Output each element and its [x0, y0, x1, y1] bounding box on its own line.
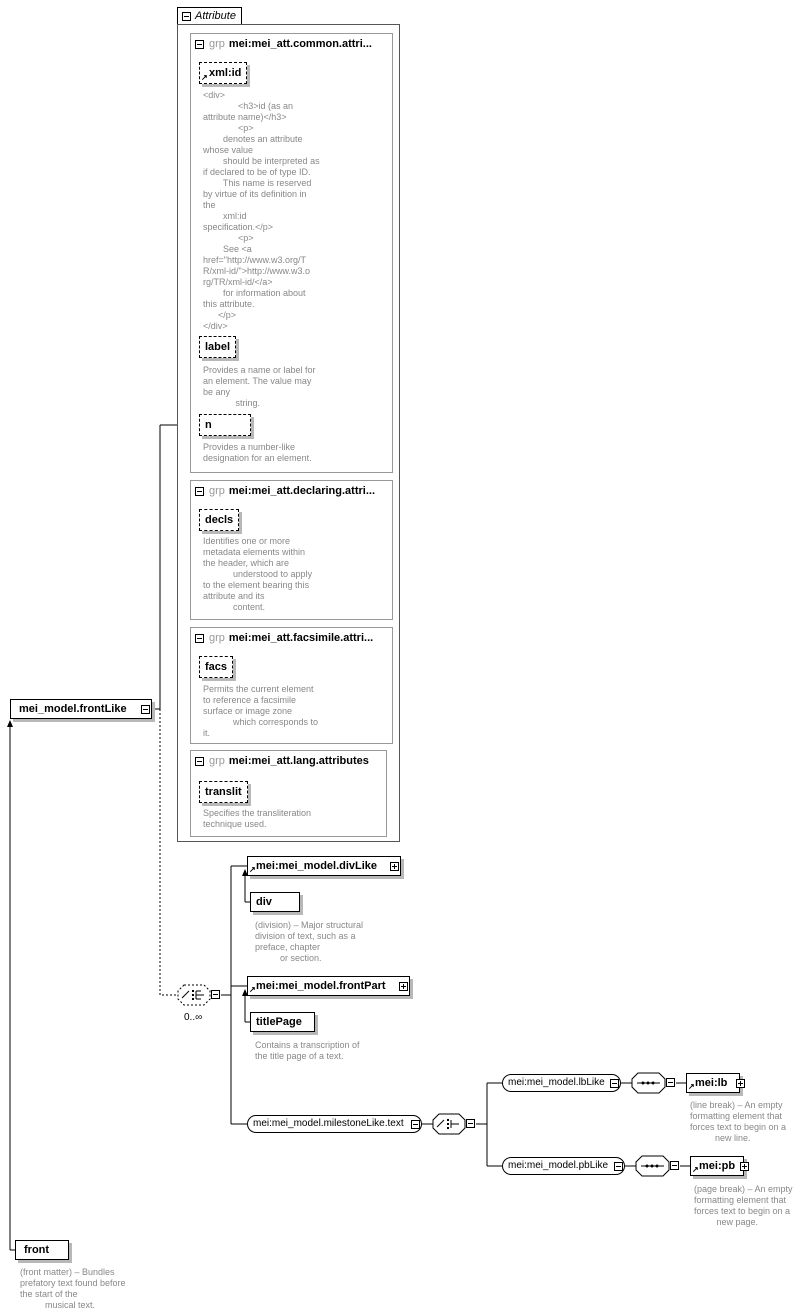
- expand-icon[interactable]: [736, 1079, 745, 1088]
- attribute-translit[interactable]: translit: [199, 781, 248, 803]
- group-name: mei:mei_att.declaring.attri...: [228, 485, 376, 497]
- attribute-facs[interactable]: facs: [199, 656, 234, 678]
- element-mei-lb[interactable]: ↗ mei:lb: [686, 1073, 745, 1093]
- group-ref-lblike[interactable]: mei:mei_model.lbLike: [502, 1074, 621, 1092]
- element-doc: (line break) – An empty formatting eleme…: [690, 1100, 787, 1143]
- collapse-icon[interactable]: [614, 1162, 623, 1171]
- element-mei-pb[interactable]: ↗ mei:pb: [690, 1156, 749, 1176]
- attribute-decls[interactable]: decls: [199, 509, 240, 531]
- collapse-icon[interactable]: [195, 757, 204, 766]
- collapse-icon[interactable]: [195, 40, 204, 49]
- attribute-doc: Identifies one or more metadata elements…: [203, 536, 313, 612]
- group-ref-divlike[interactable]: ↗ mei:mei_model.divLike: [247, 856, 401, 876]
- reference-arrow-icon: ↗: [692, 1165, 699, 1174]
- element-titlepage[interactable]: titlePage: [250, 1012, 315, 1032]
- attribute-tab-label: Attribute: [195, 10, 236, 22]
- group-name: mei_model.frontLike: [19, 703, 127, 715]
- attribute-xml-id[interactable]: ↗ xml:id: [199, 62, 248, 84]
- group-ref-frontpart[interactable]: ↗ mei:mei_model.frontPart: [247, 976, 410, 996]
- expand-icon[interactable]: [399, 982, 408, 991]
- reference-arrow-icon: ↗: [249, 985, 256, 994]
- attribute-doc: Specifies the transliteration technique …: [203, 808, 312, 829]
- collapse-icon[interactable]: [182, 12, 191, 21]
- attribute-n[interactable]: n: [199, 414, 251, 436]
- element-div[interactable]: div: [250, 892, 300, 912]
- attribute-doc: Provides a number-like designation for a…: [203, 442, 312, 463]
- group-name: mei:mei_att.facsimile.attri...: [228, 632, 374, 644]
- collapse-icon[interactable]: [610, 1079, 619, 1088]
- collapse-icon[interactable]: [141, 705, 150, 714]
- element-doc: (page break) – An empty formatting eleme…: [694, 1184, 793, 1227]
- reference-arrow-icon: ↗: [249, 865, 256, 874]
- group-name: mei:mei_att.common.attri...: [228, 38, 372, 50]
- attribute-tab[interactable]: Attribute: [177, 7, 242, 25]
- choice-collapse-icon[interactable]: [466, 1119, 475, 1128]
- element-doc: (front matter) – Bundles prefatory text …: [20, 1267, 126, 1310]
- choice-collapse-icon[interactable]: [211, 990, 220, 999]
- attribute-label[interactable]: label: [199, 336, 237, 358]
- occurrence-label: 0..∞: [184, 1012, 203, 1023]
- element-front[interactable]: front: [15, 1240, 69, 1260]
- attribute-doc: Provides a name or label for an element.…: [203, 365, 316, 408]
- group-ref-milestonelike-text[interactable]: mei:mei_model.milestoneLike.text: [247, 1115, 422, 1133]
- group-ref-pblike[interactable]: mei:mei_model.pbLike: [502, 1157, 625, 1175]
- reference-arrow-icon: ↗: [201, 73, 208, 82]
- attribute-doc: Permits the current element to reference…: [203, 684, 319, 738]
- attribute-doc: <div> <h3>id (as an attribute name)</h3>…: [203, 90, 320, 331]
- collapse-icon[interactable]: [411, 1120, 420, 1129]
- expand-icon[interactable]: [740, 1162, 749, 1171]
- sequence-collapse-icon[interactable]: [670, 1161, 679, 1170]
- sequence-collapse-icon[interactable]: [666, 1078, 675, 1087]
- reference-arrow-icon: ↗: [688, 1082, 695, 1091]
- collapse-icon[interactable]: [195, 634, 204, 643]
- element-doc: (division) – Major structural division o…: [255, 920, 364, 963]
- element-doc: Contains a transcription of the title pa…: [255, 1040, 360, 1061]
- group-name: mei:mei_att.lang.attributes: [228, 755, 369, 767]
- collapse-icon[interactable]: [195, 487, 204, 496]
- group-mei-model-frontlike[interactable]: mei_model.frontLike: [10, 699, 152, 719]
- expand-icon[interactable]: [390, 862, 399, 871]
